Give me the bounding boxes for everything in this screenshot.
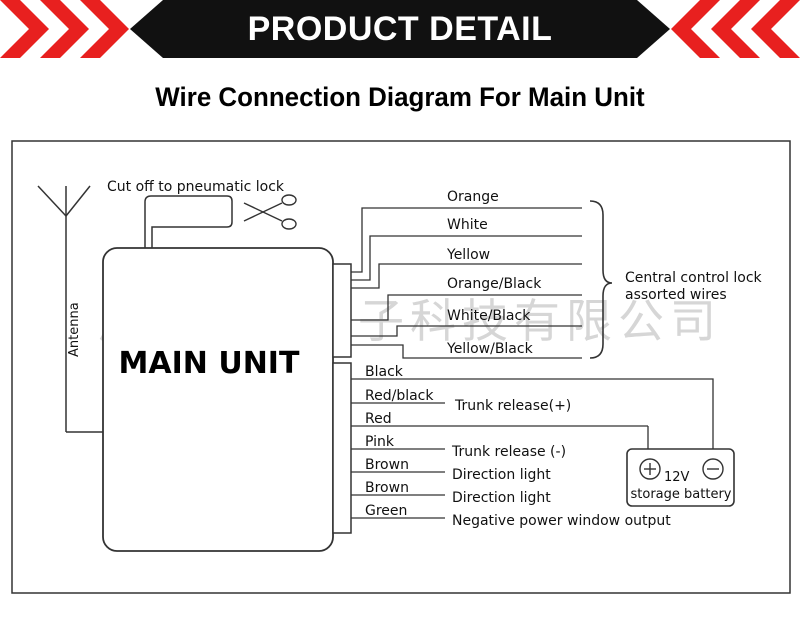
left-chevrons-icon [0,0,129,58]
antenna-label: Antenna [67,302,82,357]
diagram-frame [11,140,791,594]
pneumatic-label: Cut off to pneumatic lock [107,179,285,195]
main-unit-box [102,247,334,552]
pneumatic-tube [144,195,233,248]
right-chevrons-icon [671,0,800,58]
wire-label-brown-1: Brown [365,457,409,473]
page-title: Wire Connection Diagram For Main Unit [155,82,645,112]
lock-wire-lines [351,207,582,359]
banner-graphic [0,0,800,58]
battery-voltage: 12V [664,470,690,485]
function-direction-light-2: Direction light [452,490,551,506]
lock-group-label-line1: Central control lock [625,270,763,286]
wire-label-green: Green [365,503,407,519]
wire-label-black: Black [365,364,404,380]
battery-label: storage battery [631,487,732,502]
wire-label-pink: Pink [365,434,395,450]
product-detail-banner: PRODUCT DETAIL [0,0,800,62]
scissors-icon [243,194,297,230]
function-trunk-release-minus: Trunk release (-) [451,444,566,460]
wire-label-yellow: Yellow [446,247,490,263]
banner-bar [130,0,670,58]
brace-icon [589,200,613,359]
lock-connector [332,263,352,358]
battery-box [626,448,735,507]
main-unit-label: MAIN UNIT [119,346,300,381]
function-direction-light-1: Direction light [452,467,551,483]
function-trunk-release-plus: Trunk release(+) [454,398,571,414]
wire-label-red-black: Red/black [365,388,434,404]
lock-group-label-line2: assorted wires [625,287,727,303]
wire-label-white: White [447,217,488,233]
wire-label-orange-black: Orange/Black [447,276,542,292]
function-negative-window: Negative power window output [452,513,671,529]
wire-label-brown-2: Brown [365,480,409,496]
wire-label-orange: Orange [447,189,499,205]
main-connector [332,362,352,534]
wire-label-white-black: White/Black [447,308,531,324]
wire-label-yellow-black: Yellow/Black [446,341,534,357]
banner-title: PRODUCT DETAIL [247,10,553,48]
wire-label-red: Red [365,411,392,427]
battery-plus-icon [639,458,661,480]
lower-wire-lines [351,378,714,519]
antenna-icon [37,185,103,433]
battery-minus-icon [702,458,724,480]
